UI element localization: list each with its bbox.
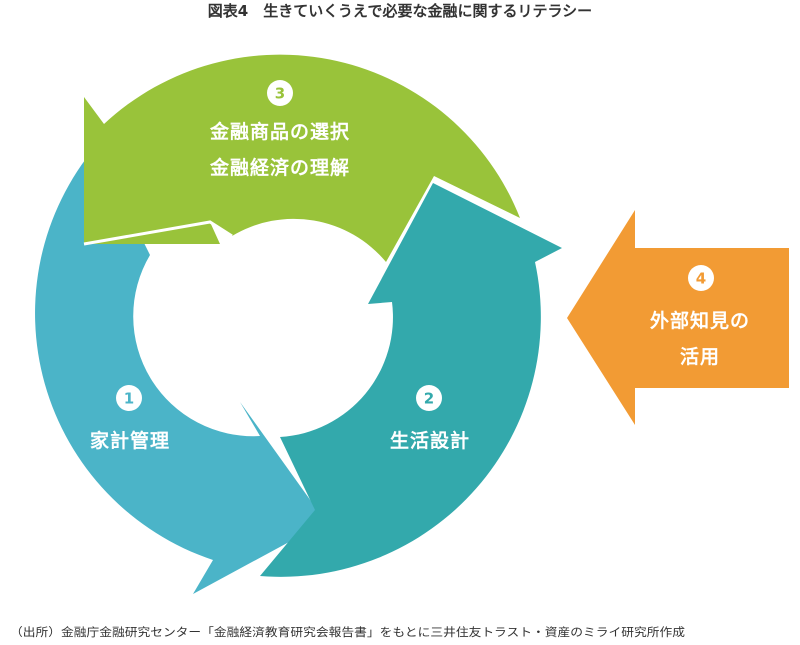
step-4-label-line-1: 外部知見の	[650, 309, 750, 332]
step-1-number: 1	[124, 390, 134, 408]
step-4-label-line-2: 活用	[680, 345, 720, 368]
segment-3-financial-products	[84, 54, 520, 262]
step-4-number-badge	[688, 265, 714, 291]
step-4-number: 4	[696, 270, 706, 288]
segment-3-arrow-outline	[83, 220, 233, 246]
step-1-label: 家計管理	[90, 429, 170, 452]
segment-4-external-knowledge-arrow	[567, 210, 789, 425]
step-3-label-line-2: 金融経済の理解	[209, 156, 350, 179]
segment-2-life-planning	[260, 183, 562, 577]
step-2-number: 2	[424, 390, 434, 408]
segment-1-household-management	[35, 146, 326, 594]
step-2-label: 生活設計	[390, 429, 470, 452]
step-1-number-badge	[116, 385, 142, 411]
step-3-number: 3	[275, 85, 285, 103]
step-2-number-badge	[416, 385, 442, 411]
figure-title: 図表4 生きていくうえで必要な金融に関するリテラシー	[208, 2, 592, 20]
source-note: （出所）金融庁金融研究センター「金融経済教育研究会報告書」をもとに三井住友トラス…	[10, 625, 686, 639]
step-3-number-badge	[267, 80, 293, 106]
step-3-label-line-1: 金融商品の選択	[209, 120, 350, 143]
